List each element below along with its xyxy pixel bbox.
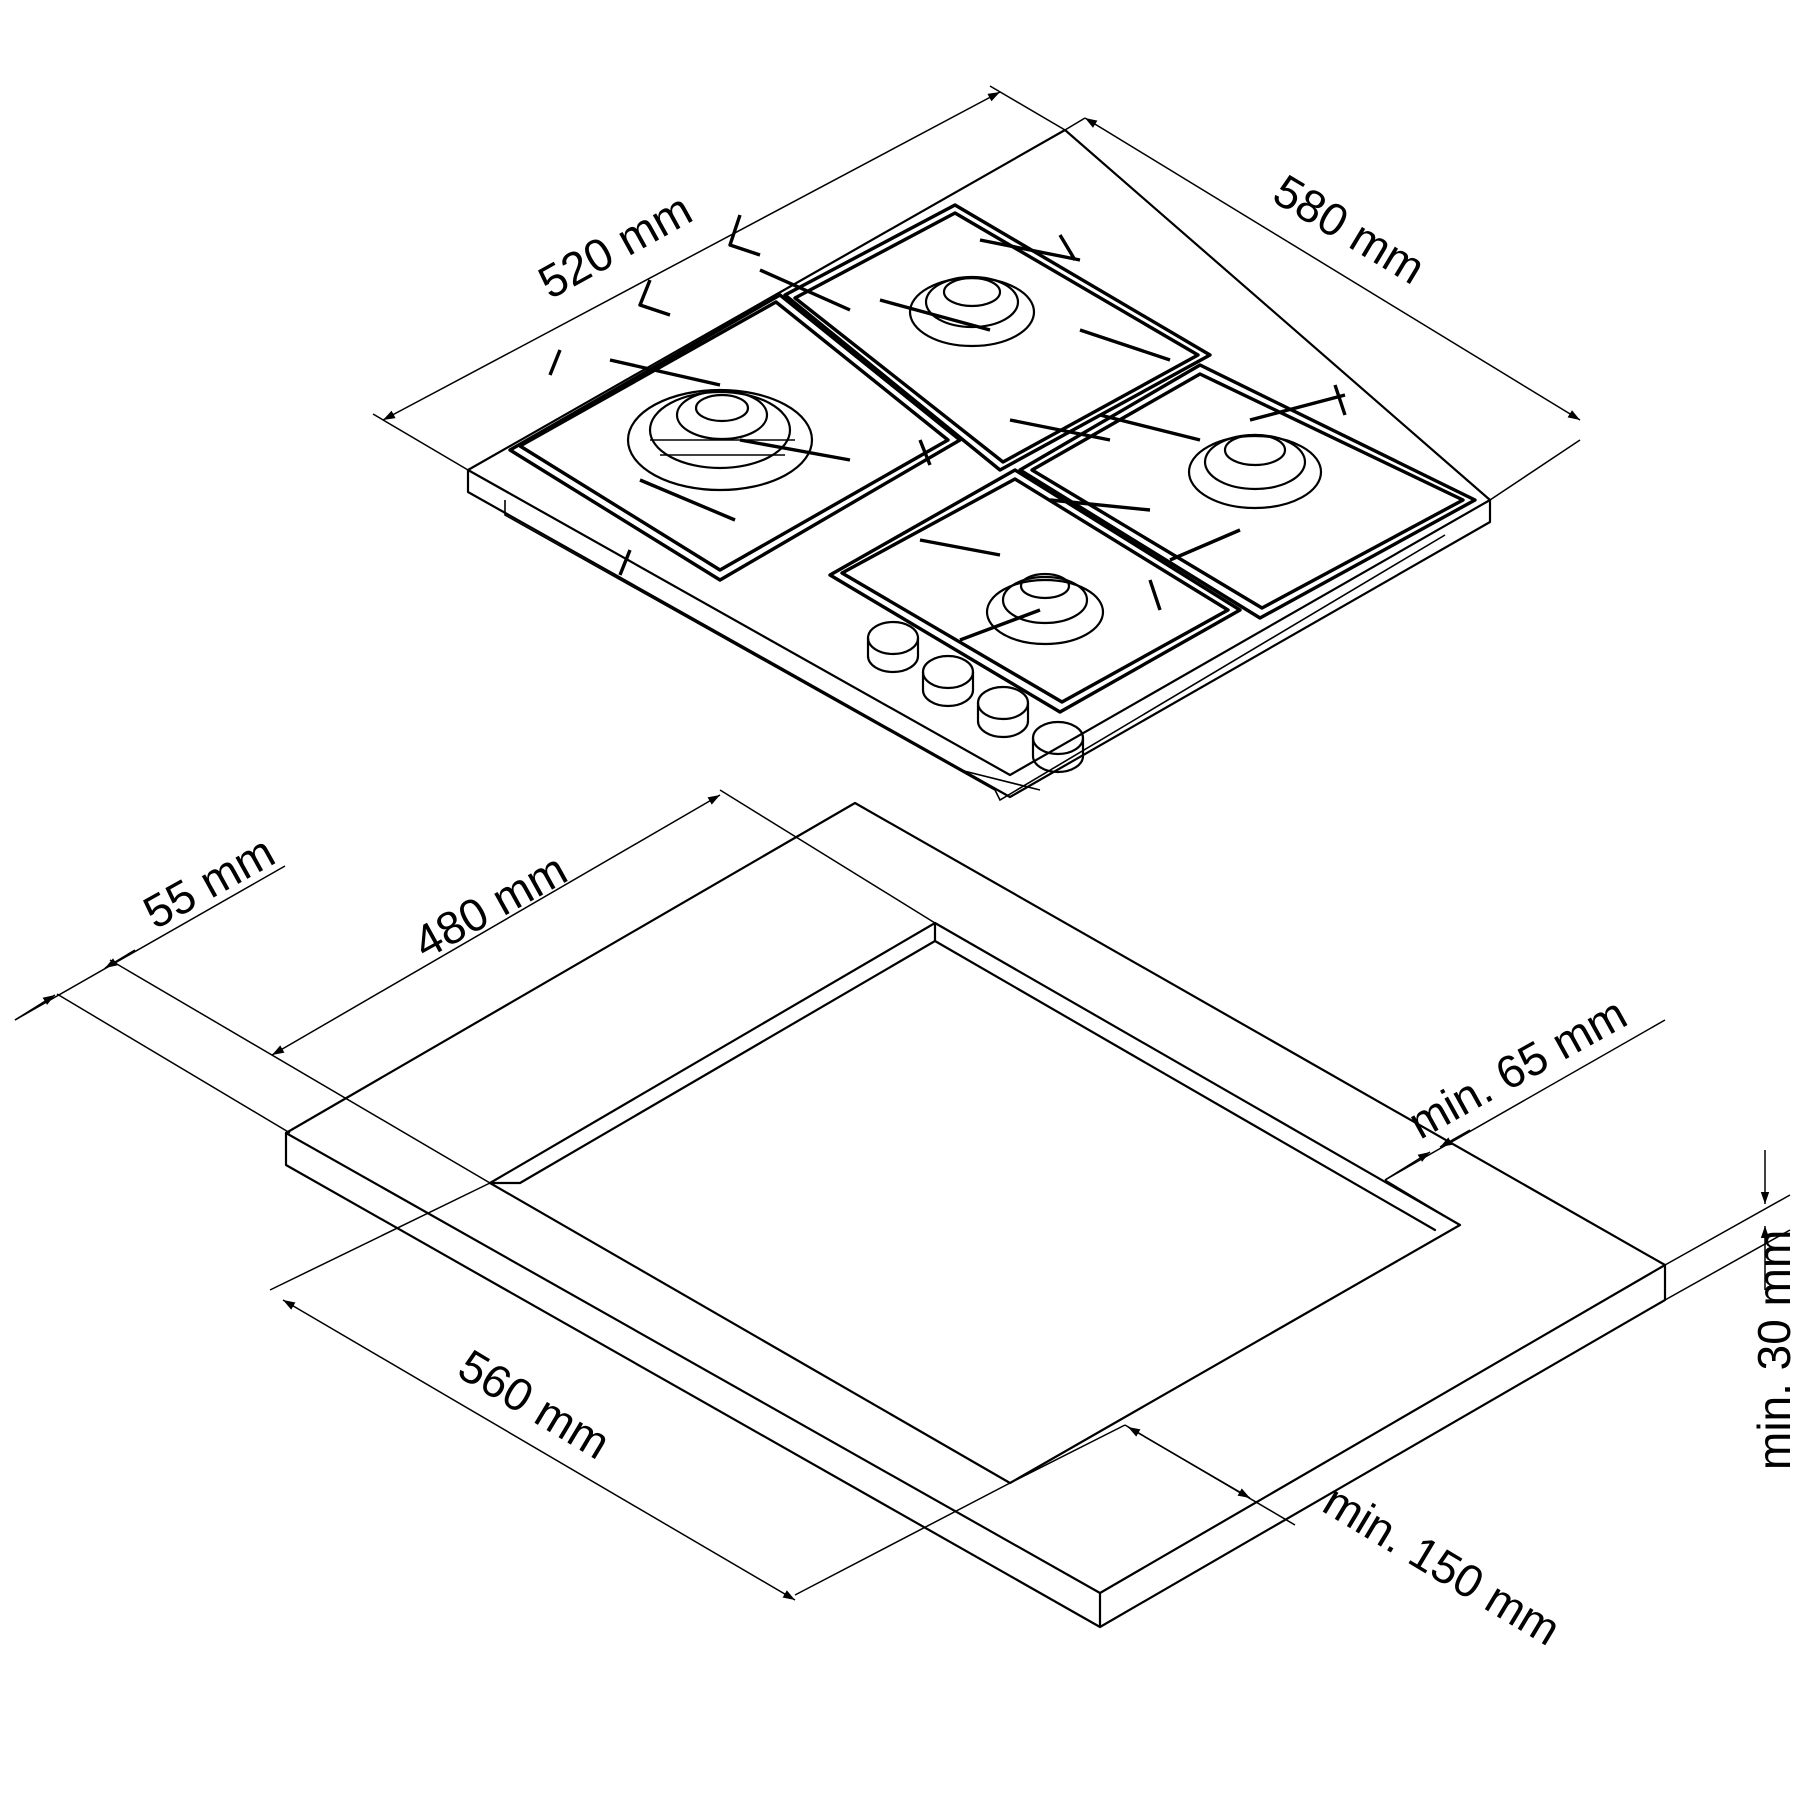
control-knobs: [866, 620, 1085, 774]
label-rear-clearance: 55 mm: [135, 825, 283, 939]
label-hob-width: 520 mm: [530, 183, 701, 309]
burner-large: [626, 388, 814, 492]
label-side-clearance: min. 65 mm: [1400, 987, 1635, 1149]
knob-2: [921, 654, 975, 708]
label-cutout-depth: 480 mm: [405, 843, 576, 969]
hob-plate-edge: [466, 468, 1492, 799]
burner-right: [1187, 433, 1323, 510]
knob-4: [1031, 720, 1085, 774]
burner-rear: [908, 275, 1036, 348]
dimension-front-clearance: [1009, 1424, 1296, 1526]
knob-1: [866, 620, 920, 674]
label-hob-depth: 580 mm: [1265, 164, 1434, 294]
dimension-worktop-thickness: [1664, 1150, 1791, 1301]
dimension-hob-depth: [1064, 117, 1581, 501]
knob-3: [976, 685, 1030, 739]
label-worktop-thickness: min. 30 mm: [1748, 1230, 1800, 1470]
dimension-cutout-depth: [109, 789, 936, 1184]
cutout-opening: [488, 921, 1462, 1485]
dimension-side-clearance: [1384, 1019, 1666, 1226]
gas-hob: [372, 85, 1581, 802]
hob-underside: [504, 500, 1446, 802]
dimension-rear-clearance: [14, 865, 291, 1134]
worktop-edge: [284, 1131, 1667, 1629]
label-cutout-width: 560 mm: [450, 1339, 619, 1469]
pan-support-grates: [508, 203, 1477, 714]
label-front-clearance: min. 150 mm: [1315, 1474, 1570, 1656]
dimension-cutout-width: [269, 1182, 1011, 1601]
dimension-hob-width: [372, 85, 1066, 471]
burner-front: [985, 572, 1105, 646]
